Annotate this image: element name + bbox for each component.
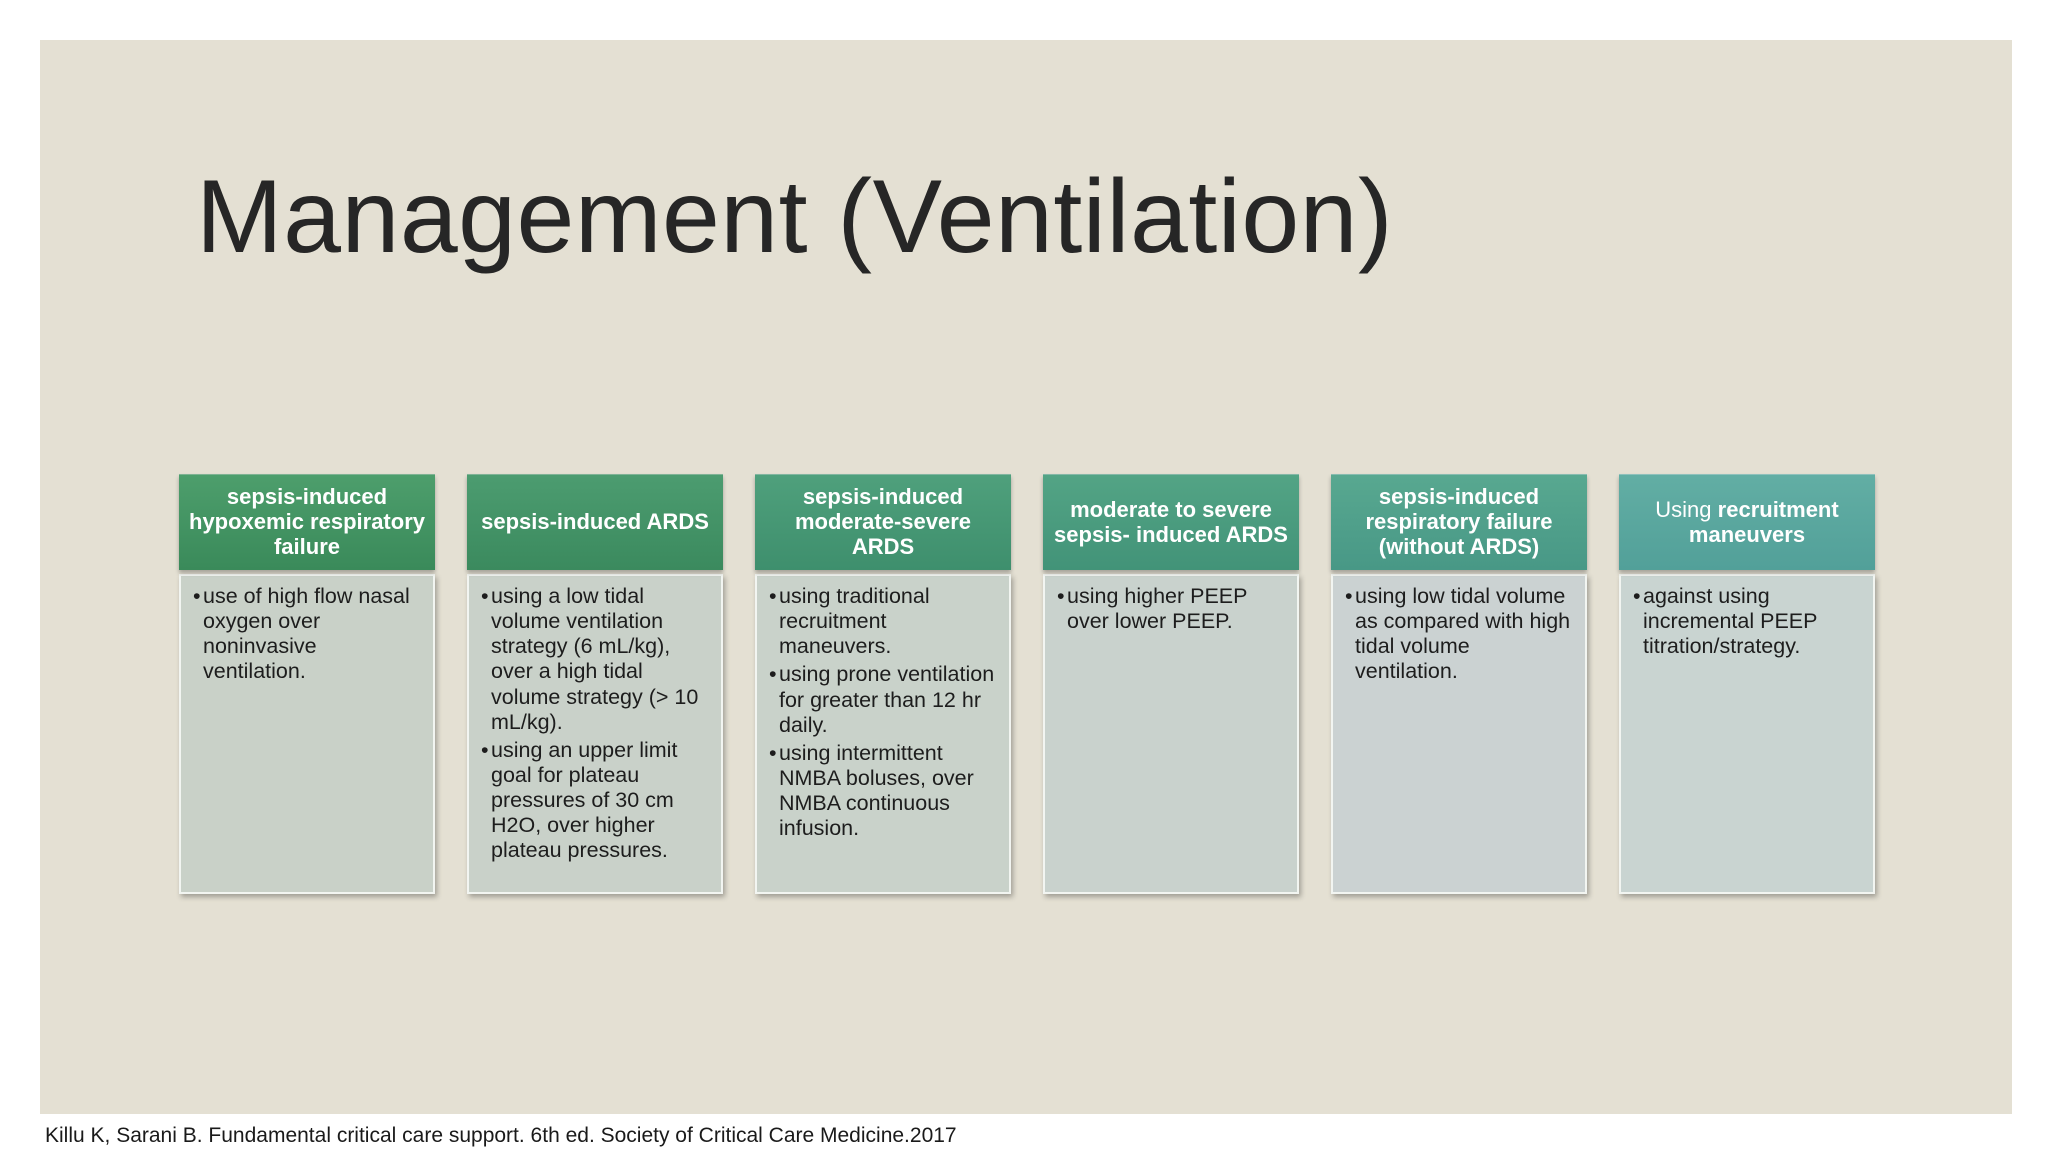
column-body: against using incremental PEEP titration… bbox=[1619, 574, 1875, 894]
column-header: sepsis-induced hypoxemic respiratory fai… bbox=[179, 474, 435, 570]
column-header: sepsis-induced ARDS bbox=[467, 474, 723, 570]
column-body: using a low tidal volume ventilation str… bbox=[467, 574, 723, 894]
column-body: using low tidal volume as compared with … bbox=[1331, 574, 1587, 894]
column-hypoxemic-respiratory-failure: sepsis-induced hypoxemic respiratory fai… bbox=[179, 474, 435, 894]
recommendation-columns: sepsis-induced hypoxemic respiratory fai… bbox=[179, 474, 1875, 894]
citation: Killu K, Sarani B. Fundamental critical … bbox=[45, 1124, 957, 1147]
column-ards: sepsis-induced ARDS using a low tidal vo… bbox=[467, 474, 723, 894]
bullet-item: using traditional recruitment maneuvers. bbox=[769, 584, 1001, 659]
column-moderate-severe-ards: sepsis-induced moderate-severe ARDS usin… bbox=[755, 474, 1011, 894]
slide: Management (Ventilation) sepsis-induced … bbox=[40, 40, 2012, 1114]
bullet-item: using a low tidal volume ventilation str… bbox=[481, 584, 713, 735]
bullet-item: use of high flow nasal oxygen over nonin… bbox=[193, 584, 425, 685]
column-body: using higher PEEP over lower PEEP. bbox=[1043, 574, 1299, 894]
column-moderate-to-severe-ards: moderate to severe sepsis- induced ARDS … bbox=[1043, 474, 1299, 894]
column-recruitment-maneuvers: Using recruitment maneuvers against usin… bbox=[1619, 474, 1875, 894]
column-header: sepsis-induced moderate-severe ARDS bbox=[755, 474, 1011, 570]
bullet-item: against using incremental PEEP titration… bbox=[1633, 584, 1865, 659]
column-header-prefix: Using bbox=[1655, 496, 1712, 522]
bullet-item: using an upper limit goal for plateau pr… bbox=[481, 738, 713, 864]
bullet-item: using intermittent NMBA boluses, over NM… bbox=[769, 741, 1001, 842]
column-header: Using recruitment maneuvers bbox=[1619, 474, 1875, 570]
column-body: using traditional recruitment maneuvers.… bbox=[755, 574, 1011, 894]
bullet-item: using low tidal volume as compared with … bbox=[1345, 584, 1577, 685]
slide-title: Management (Ventilation) bbox=[196, 159, 1394, 275]
bullet-item: using higher PEEP over lower PEEP. bbox=[1057, 584, 1289, 634]
column-body: use of high flow nasal oxygen over nonin… bbox=[179, 574, 435, 894]
column-header: moderate to severe sepsis- induced ARDS bbox=[1043, 474, 1299, 570]
bullet-item: using prone ventilation for greater than… bbox=[769, 662, 1001, 737]
column-header: sepsis-induced respiratory failure (with… bbox=[1331, 474, 1587, 570]
column-header-main: recruitment maneuvers bbox=[1688, 496, 1839, 547]
column-respiratory-failure-without-ards: sepsis-induced respiratory failure (with… bbox=[1331, 474, 1587, 894]
